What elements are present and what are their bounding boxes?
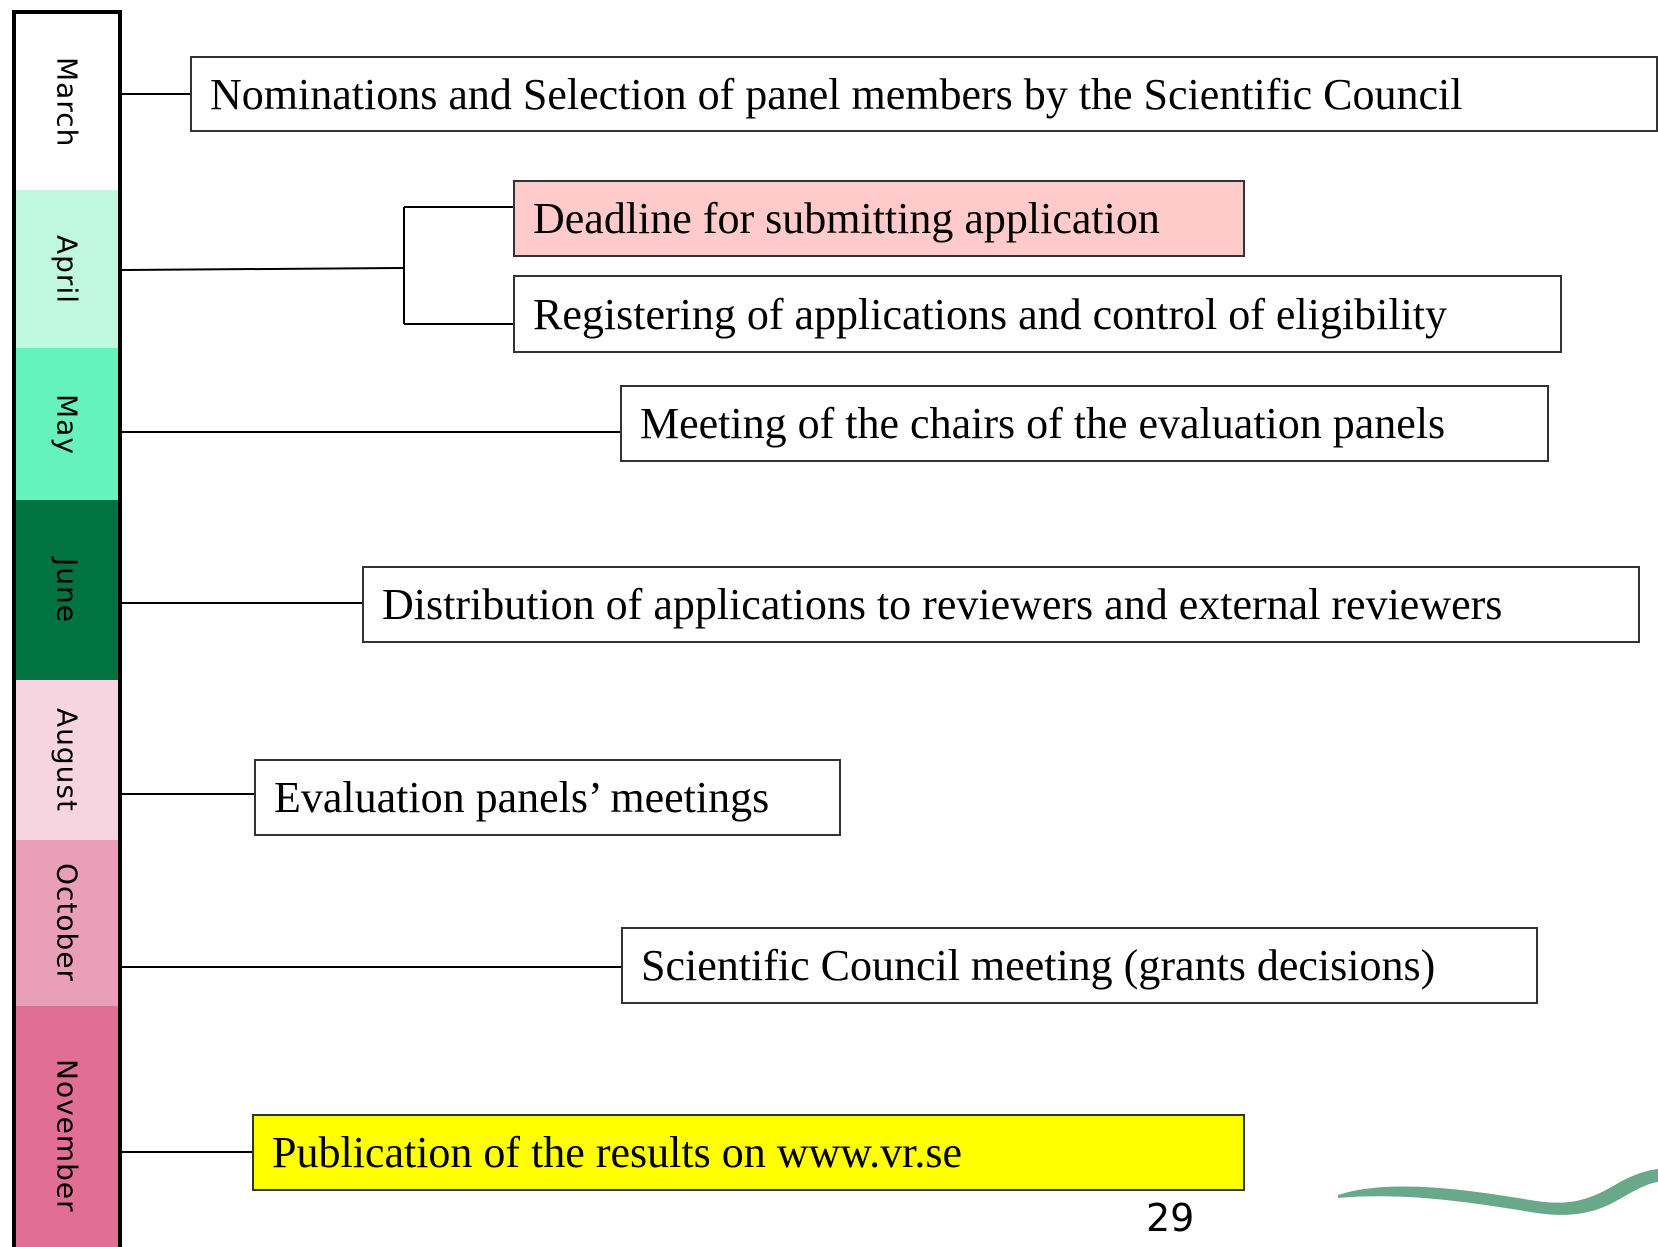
month-march: March xyxy=(16,14,118,190)
page-number: 29 xyxy=(1146,1196,1195,1240)
month-label-november: November xyxy=(50,1059,84,1213)
event-text: Distribution of applications to reviewer… xyxy=(382,580,1503,629)
event-text: Registering of applications and control … xyxy=(533,289,1448,339)
event-text: Evaluation panels’ meetings xyxy=(274,773,770,822)
event-text: Nominations and Selection of panel membe… xyxy=(210,69,1463,119)
month-may: May xyxy=(16,348,118,500)
event-panel-meetings: Evaluation panels’ meetings xyxy=(254,759,841,836)
logo-swoosh-icon xyxy=(1338,1169,1658,1215)
event-deadline: Deadline for submitting application xyxy=(513,180,1245,257)
month-june: June xyxy=(16,500,118,680)
event-registering: Registering of applications and control … xyxy=(513,275,1562,353)
event-distribution: Distribution of applications to reviewer… xyxy=(362,566,1640,643)
event-text: Deadline for submitting application xyxy=(533,194,1160,243)
month-november: November xyxy=(16,1006,118,1247)
event-council-meeting: Scientific Council meeting (grants decis… xyxy=(621,927,1538,1004)
event-text: Publication of the results on www.vr.se xyxy=(272,1128,963,1177)
month-april: April xyxy=(16,190,118,348)
month-label-june: June xyxy=(50,557,84,623)
month-august: August xyxy=(16,680,118,840)
connector-april xyxy=(121,267,405,271)
month-label-october: October xyxy=(50,863,84,983)
connector-april-bracket xyxy=(403,206,513,325)
event-publication: Publication of the results on www.vr.se xyxy=(252,1114,1245,1191)
month-label-august: August xyxy=(50,708,84,812)
event-text: Meeting of the chairs of the evaluation … xyxy=(640,399,1446,448)
event-chairs-meeting: Meeting of the chairs of the evaluation … xyxy=(620,385,1549,462)
month-october: October xyxy=(16,840,118,1006)
event-nominations: Nominations and Selection of panel membe… xyxy=(190,56,1658,132)
month-label-may: May xyxy=(50,393,84,455)
month-label-april: April xyxy=(50,234,84,304)
month-label-march: March xyxy=(50,56,84,148)
timeline-bar: March April May June August October Nove… xyxy=(12,10,122,1247)
event-text: Scientific Council meeting (grants decis… xyxy=(641,941,1436,990)
